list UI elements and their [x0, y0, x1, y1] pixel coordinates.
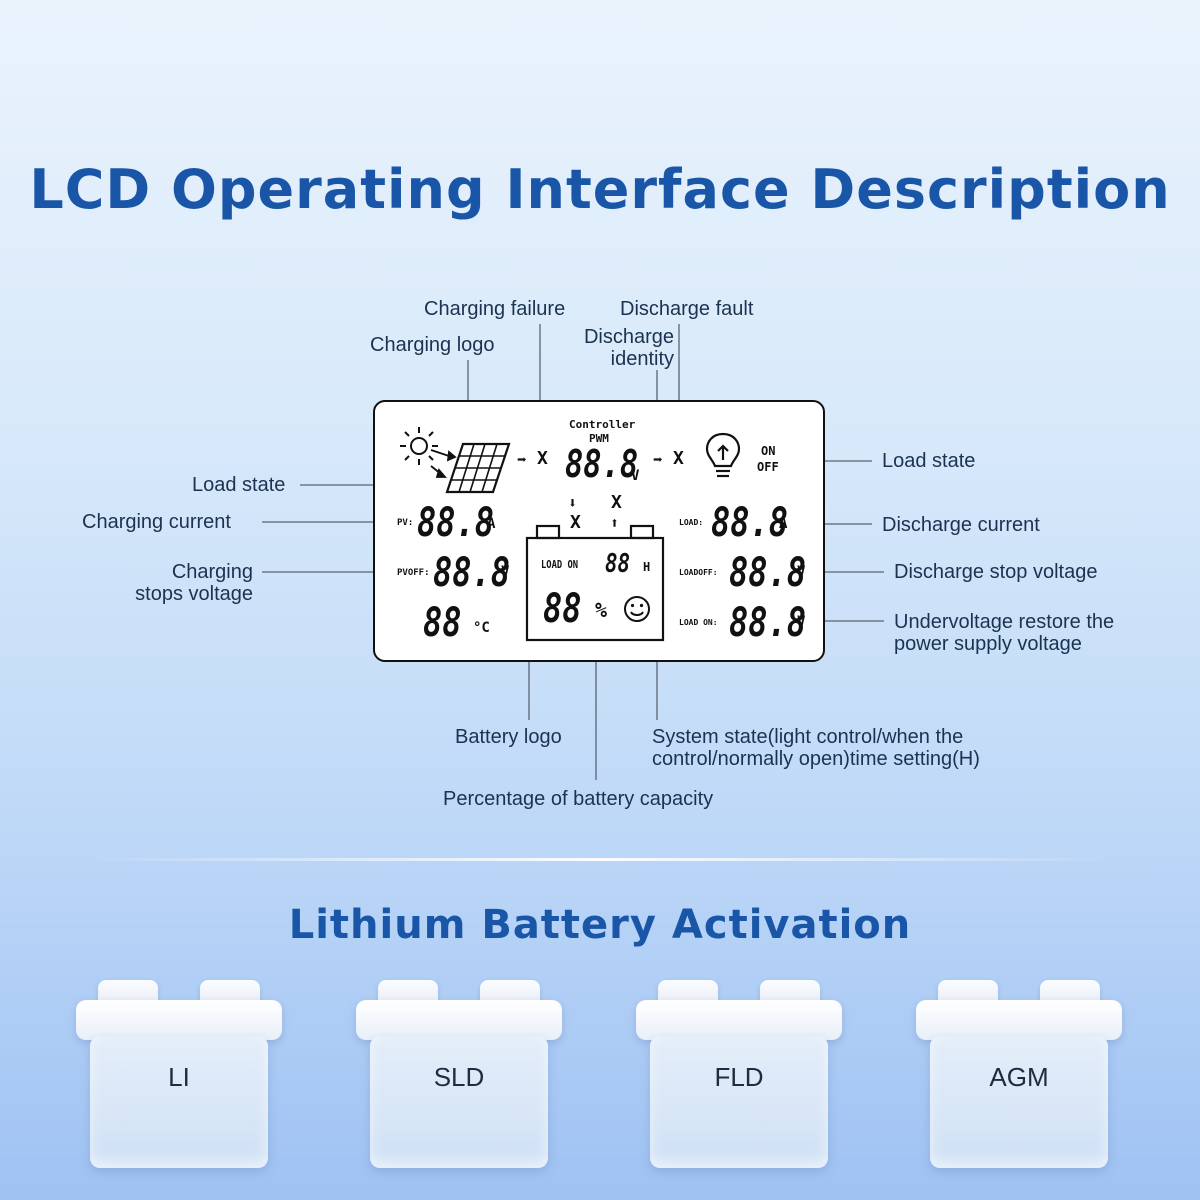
battery-type-agm[interactable]: AGM: [916, 980, 1122, 1170]
load-label: LOAD:: [679, 518, 704, 527]
battery-discharge-arrow-icon: ⬆: [610, 514, 620, 532]
annotation-undervoltage-restore: Undervoltage restore the power supply vo…: [894, 611, 1115, 655]
solar-panel-icon: [445, 442, 511, 494]
battery-charge-arrow-icon: ⬇: [568, 494, 578, 512]
battery-type-label: AGM: [989, 1062, 1049, 1092]
annotation-charging-failure: Charging failure: [424, 298, 566, 320]
battery-type-sld[interactable]: SLD: [356, 980, 562, 1170]
temperature-digits: 88: [423, 600, 462, 646]
section-divider: [80, 858, 1120, 861]
battery-hours-digits: 88: [605, 549, 631, 579]
charge-arrow-icon: ➡: [517, 450, 527, 469]
pwm-label: PWM: [589, 432, 609, 445]
light-bulb-icon: [705, 432, 741, 478]
battery-hours-unit: H: [643, 560, 651, 574]
load-current-digits: 88.8: [711, 500, 789, 546]
controller-label: Controller: [569, 418, 636, 431]
load-current-unit: A: [779, 516, 788, 532]
pv-current-digits: 88.8: [417, 500, 495, 546]
pvoff-voltage-unit: V: [501, 564, 510, 580]
battery-type-label: LI: [168, 1062, 190, 1092]
annotation-charging-current: Charging current: [82, 511, 231, 533]
load-on-indicator: ON: [761, 444, 776, 458]
annotation-system-state: System state(light control/when the cont…: [652, 726, 980, 770]
battery-load-on-label: LOAD ON: [541, 558, 579, 571]
discharge-arrow-icon: ➡: [653, 450, 663, 469]
pv-current-unit: A: [487, 516, 496, 532]
annotation-discharge-identity: Discharge identity: [583, 326, 674, 370]
top-voltage-digits: 88.8: [565, 442, 639, 486]
battery-type-label: FLD: [714, 1062, 764, 1092]
loadon-voltage-unit: V: [797, 614, 806, 630]
loadoff-label: LOADOFF:: [679, 568, 718, 577]
annotation-discharge-stop-voltage: Discharge stop voltage: [894, 561, 1098, 583]
load-off-indicator: OFF: [757, 460, 779, 474]
battery-type-label: SLD: [433, 1062, 485, 1092]
page-title: LCD Operating Interface Description: [29, 158, 1171, 221]
loadoff-voltage-unit: V: [797, 564, 806, 580]
loadon-label: LOAD ON:: [679, 618, 718, 627]
lcd-screen: ➡ X Controller PWM 88.8 V ➡ X ON OFF PV:…: [373, 400, 825, 662]
annotation-percentage-capacity: Percentage of battery capacity: [443, 788, 714, 810]
battery-percent-digits: 88: [543, 586, 582, 632]
pvoff-voltage-digits: 88.8: [433, 550, 511, 596]
annotation-load-state-left: Load state: [192, 474, 286, 496]
smiley-icon: [624, 596, 650, 622]
annotation-load-state-right: Load state: [882, 450, 976, 472]
annotation-discharge-fault: Discharge fault: [620, 298, 754, 320]
pvoff-label: PVOFF:: [397, 568, 430, 578]
charging-failure-x: X: [537, 448, 548, 469]
pv-label: PV:: [397, 518, 414, 528]
loadoff-voltage-digits: 88.8: [729, 550, 807, 596]
battery-charge-x: X: [570, 512, 581, 533]
battery-type-li[interactable]: LI: [76, 980, 282, 1170]
temperature-unit: °C: [473, 620, 490, 636]
discharge-fault-x: X: [673, 448, 684, 469]
sun-ray-arrows-icon: [430, 449, 457, 478]
top-voltage-unit: V: [631, 468, 640, 484]
annotation-charging-stops-voltage: Charging stops voltage: [135, 561, 253, 605]
battery-discharge-x: X: [611, 492, 622, 513]
battery-outline-icon: [525, 524, 665, 642]
annotation-discharge-current: Discharge current: [882, 514, 1040, 536]
annotation-charging-logo: Charging logo: [370, 334, 495, 356]
loadon-voltage-digits: 88.8: [729, 600, 807, 646]
section-title: Lithium Battery Activation: [288, 902, 912, 948]
battery-type-fld[interactable]: FLD: [636, 980, 842, 1170]
sun-icon: [400, 427, 438, 465]
battery-percent-unit: %: [595, 598, 608, 622]
annotation-battery-logo: Battery logo: [455, 726, 562, 748]
